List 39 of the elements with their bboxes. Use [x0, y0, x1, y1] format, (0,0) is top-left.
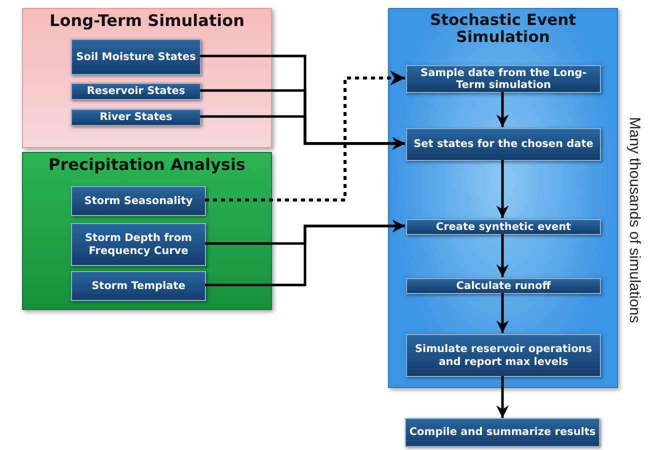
process-box: [71, 186, 206, 216]
process-box: [406, 334, 601, 377]
arrow: [496, 234, 509, 277]
arrow: [496, 293, 509, 333]
process-box: [406, 278, 601, 294]
arrow: [496, 160, 509, 218]
arrow: [496, 376, 509, 418]
process-box: [406, 219, 601, 235]
process-box: [71, 83, 201, 100]
step-label: Storm Seasonality: [83, 194, 194, 208]
panel-title: Precipitation Analysis: [48, 156, 246, 174]
process-box: [71, 109, 201, 126]
process-box: [406, 65, 601, 93]
process-box: [406, 128, 601, 161]
step-label: Compile and summarize results: [408, 426, 597, 439]
step-label: Sample date from the Long-Term simulation: [420, 66, 588, 92]
group-panel: [388, 8, 618, 388]
step-label: Storm Template: [90, 280, 186, 292]
arrow: [200, 115, 405, 150]
group-panel: [22, 152, 272, 310]
arrow: [496, 92, 509, 127]
process-box: [71, 39, 201, 75]
step-label: River States: [98, 111, 174, 124]
step-label: Reservoir States: [86, 85, 186, 98]
side-note: Many thousands of simulations: [626, 116, 643, 325]
arrow: [205, 70, 405, 202]
step-label: Calculate runoff: [455, 280, 552, 292]
step-label: Set states for the chosen date: [412, 138, 594, 151]
group-panel: [22, 8, 272, 148]
step-label: Create synthetic event: [434, 220, 572, 234]
step-label: Simulate reservoir operations and report max levels: [414, 343, 594, 368]
process-box: [71, 223, 206, 266]
process-box: [71, 271, 206, 301]
panel-title: Long-Term Simulation: [48, 12, 246, 30]
step-label: Soil Moisture States: [75, 50, 197, 64]
step-label: Storm Depth from Frequency Curve: [84, 232, 193, 257]
arrow: [205, 220, 405, 286]
process-box: [405, 418, 600, 447]
panel-title: Stochastic Event Simulation: [428, 12, 578, 46]
